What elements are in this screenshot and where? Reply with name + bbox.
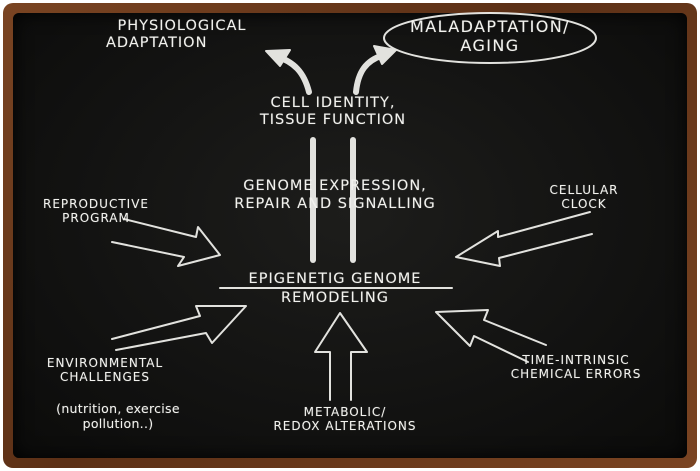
maladaptation-line-1: MALADAPTATION/	[410, 17, 570, 36]
label-cell-identity: CELL IDENTITY, TISSUE FUNCTION	[228, 95, 438, 130]
environmental-note-line-2: pollution..)	[82, 416, 154, 431]
environmental-line-2: CHALLENGES	[59, 370, 151, 385]
label-physiological-adaptation: PHYSIOLOGICAL ADAPTATION	[82, 18, 282, 53]
arrow-from-environmental-challenges	[111, 305, 247, 351]
label-metabolic-redox: METABOLIC/ REDOX ALTERATIONS	[250, 405, 440, 434]
environmental-line-1: ENVIRONMENTAL	[46, 356, 164, 370]
arrow-from-time-intrinsic-errors	[435, 309, 547, 363]
label-genome-expression: GENOME EXPRESSION, REPAIR AND SIGNALLING	[200, 177, 470, 213]
physiological-line-2: ADAPTATION	[106, 35, 208, 52]
epigenetic-line-1: EPIGENETIG GENOME	[248, 271, 422, 287]
environmental-note-line-1: (nutrition, exercise	[56, 401, 180, 416]
cell-identity-line-1: CELL IDENTITY,	[270, 95, 396, 111]
label-maladaptation-aging: MALADAPTATION/ AGING	[386, 17, 594, 55]
maladaptation-line-2: AGING	[460, 36, 520, 56]
label-reproductive-program: REPRODUCTIVE PROGRAM	[26, 197, 166, 226]
label-environmental-note: (nutrition, exercise pollution..)	[32, 401, 204, 431]
cell-identity-line-2: TISSUE FUNCTION	[259, 112, 407, 129]
genome-expression-line-1: GENOME EXPRESSION,	[243, 178, 427, 194]
metabolic-line-2: REDOX ALTERATIONS	[273, 419, 417, 434]
metabolic-line-1: METABOLIC/	[303, 405, 387, 419]
arrow-from-metabolic-redox	[314, 312, 368, 401]
genome-expression-line-2: REPAIR AND SIGNALLING	[234, 196, 436, 213]
arrowhead-physiological	[265, 49, 291, 67]
label-time-intrinsic-errors: TIME-INTRINSIC CHEMICAL ERRORS	[486, 353, 666, 382]
arrow-from-reproductive-program	[111, 218, 221, 267]
label-epigenetic-genome-remodeling: EPIGENETIG GENOME REMODELING	[205, 270, 465, 308]
time-intrinsic-line-1: TIME-INTRINSIC	[522, 353, 630, 367]
epigenetic-line-2: REMODELING	[281, 289, 389, 306]
reproductive-line-2: PROGRAM	[62, 211, 130, 226]
time-intrinsic-line-2: CHEMICAL ERRORS	[510, 367, 642, 382]
label-environmental-challenges: ENVIRONMENTAL CHALLENGES	[30, 356, 180, 385]
arrow-from-cellular-clock	[455, 211, 593, 267]
maladaptation-oval	[383, 12, 597, 64]
physiological-line-1: PHYSIOLOGICAL	[117, 18, 247, 34]
cellular-clock-line-1: CELLULAR	[549, 183, 619, 197]
arrowhead-maladaptation	[373, 45, 397, 65]
reproductive-line-1: REPRODUCTIVE	[42, 197, 149, 211]
label-cellular-clock: CELLULAR CLOCK	[534, 183, 634, 212]
cellular-clock-line-2: CLOCK	[561, 197, 607, 212]
